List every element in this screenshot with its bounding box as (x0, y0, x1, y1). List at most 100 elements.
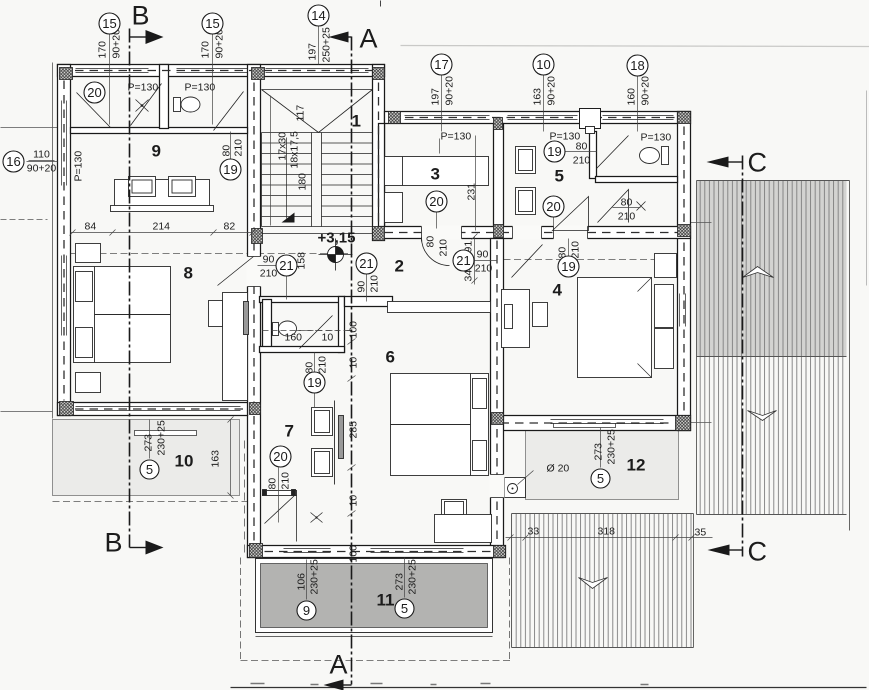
svg-text:90: 90 (263, 254, 275, 266)
svg-text:P=130: P=130 (185, 82, 216, 94)
svg-text:21: 21 (279, 258, 293, 273)
svg-text:21: 21 (456, 253, 470, 268)
svg-text:10: 10 (322, 332, 334, 344)
svg-text:18x17,5: 18x17,5 (289, 131, 301, 169)
svg-text:20: 20 (429, 194, 443, 209)
svg-text:90: 90 (477, 249, 489, 261)
svg-text:5: 5 (597, 471, 604, 486)
svg-text:80: 80 (576, 141, 588, 153)
svg-text:100: 100 (348, 321, 360, 339)
svg-text:210: 210 (573, 155, 591, 167)
svg-text:273: 273 (593, 443, 605, 461)
svg-text:214: 214 (153, 221, 171, 233)
svg-text:B: B (105, 528, 123, 558)
svg-text:6: 6 (386, 348, 395, 367)
svg-text:80: 80 (221, 145, 233, 157)
svg-text:231: 231 (466, 183, 478, 201)
svg-text:273: 273 (394, 573, 406, 591)
svg-text:P=130: P=130 (550, 131, 581, 143)
svg-text:90+20: 90+20 (444, 76, 456, 106)
svg-text:210: 210 (260, 268, 278, 280)
svg-text:P=130: P=130 (73, 151, 85, 182)
svg-text:210: 210 (317, 356, 329, 374)
svg-text:106: 106 (296, 573, 308, 591)
svg-text:250+25: 250+25 (321, 27, 333, 62)
svg-text:163: 163 (210, 450, 222, 468)
svg-text:34: 34 (463, 270, 475, 282)
svg-text:318: 318 (598, 526, 616, 538)
svg-text:12: 12 (627, 456, 646, 475)
svg-text:14: 14 (311, 8, 325, 23)
svg-text:84: 84 (85, 221, 97, 233)
svg-text:P=130: P=130 (641, 132, 672, 144)
svg-text:+3,15: +3,15 (318, 230, 356, 247)
svg-text:90+20: 90+20 (27, 163, 57, 175)
svg-text:273: 273 (143, 434, 155, 452)
svg-text:33: 33 (528, 526, 540, 538)
svg-text:160: 160 (285, 332, 303, 344)
svg-text:4: 4 (553, 281, 563, 300)
svg-text:210: 210 (438, 239, 450, 257)
svg-text:90+20: 90+20 (640, 76, 652, 106)
svg-text:10: 10 (175, 452, 194, 471)
svg-text:10: 10 (536, 57, 550, 72)
svg-text:197: 197 (307, 43, 319, 61)
svg-text:170: 170 (97, 41, 109, 59)
svg-text:210: 210 (369, 275, 381, 293)
svg-text:2: 2 (395, 257, 404, 276)
svg-text:Ø 20: Ø 20 (547, 463, 570, 475)
svg-text:21: 21 (359, 256, 373, 271)
svg-text:210: 210 (570, 241, 582, 259)
svg-text:82: 82 (224, 221, 236, 233)
svg-text:158: 158 (296, 252, 308, 270)
svg-text:90+20: 90+20 (214, 29, 226, 59)
svg-text:80: 80 (621, 197, 633, 209)
svg-text:230+25: 230+25 (309, 559, 321, 594)
svg-text:18: 18 (630, 58, 644, 73)
svg-text:90+20: 90+20 (111, 29, 123, 59)
svg-text:10: 10 (348, 357, 360, 369)
svg-text:180: 180 (297, 173, 309, 191)
svg-text:285: 285 (348, 421, 360, 439)
svg-text:160: 160 (626, 88, 638, 106)
svg-text:210: 210 (618, 211, 636, 223)
svg-text:15: 15 (205, 16, 219, 31)
svg-text:80: 80 (304, 362, 316, 374)
svg-text:1: 1 (352, 112, 361, 131)
svg-text:C: C (748, 537, 768, 567)
svg-text:20: 20 (273, 449, 287, 464)
svg-text:230+25: 230+25 (156, 420, 168, 455)
svg-text:10: 10 (348, 495, 360, 507)
svg-text:5: 5 (555, 167, 564, 186)
svg-text:B: B (132, 1, 150, 31)
svg-text:16: 16 (6, 154, 20, 169)
svg-text:197: 197 (430, 88, 442, 106)
svg-text:17: 17 (434, 57, 448, 72)
svg-text:230+25: 230+25 (606, 429, 618, 464)
svg-text:170: 170 (200, 41, 212, 59)
svg-text:20: 20 (546, 199, 560, 214)
svg-text:19: 19 (547, 144, 561, 159)
svg-text:90: 90 (356, 281, 368, 293)
svg-text:80: 80 (425, 236, 437, 248)
svg-text:9: 9 (152, 142, 161, 161)
svg-text:17x30: 17x30 (277, 132, 289, 161)
svg-text:11: 11 (377, 591, 395, 610)
svg-text:100: 100 (348, 545, 360, 563)
svg-text:5: 5 (146, 462, 153, 477)
svg-text:19: 19 (307, 375, 321, 390)
svg-text:91: 91 (463, 241, 475, 253)
svg-text:210: 210 (233, 139, 245, 157)
svg-text:210: 210 (475, 263, 493, 275)
svg-text:90+20: 90+20 (546, 76, 558, 106)
svg-text:5: 5 (401, 601, 408, 616)
svg-text:3: 3 (431, 165, 440, 184)
svg-text:A: A (330, 650, 348, 680)
svg-text:A: A (360, 24, 378, 54)
svg-text:9: 9 (303, 603, 310, 618)
svg-text:P=130: P=130 (441, 131, 472, 143)
svg-text:19: 19 (223, 162, 237, 177)
svg-text:80: 80 (557, 247, 569, 259)
svg-text:35: 35 (695, 527, 707, 539)
svg-text:15: 15 (102, 16, 116, 31)
